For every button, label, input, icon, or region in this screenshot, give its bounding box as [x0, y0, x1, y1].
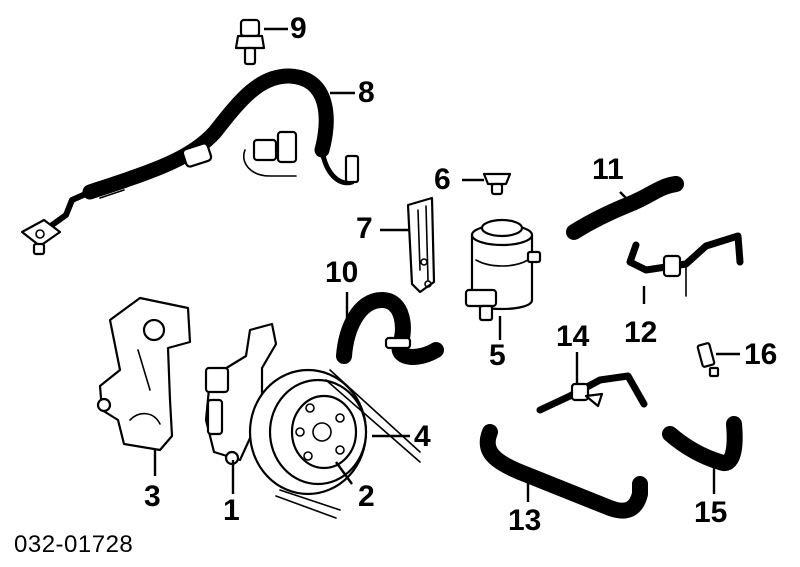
callout-16: 16	[744, 338, 778, 371]
callout-3: 3	[144, 480, 161, 513]
part-13-hose	[479, 424, 648, 519]
leader-11	[619, 191, 633, 205]
part-4-belt	[275, 369, 421, 519]
callout-5: 5	[489, 339, 506, 372]
part-15-hose	[662, 416, 743, 471]
part-5-reservoir	[464, 218, 542, 322]
part-3-bracket	[96, 296, 192, 452]
callout-14: 14	[556, 320, 590, 353]
drawing-code: 032-01728	[14, 531, 134, 558]
callout-10: 10	[325, 256, 359, 289]
callout-2: 2	[358, 480, 375, 513]
part-7-bracket	[406, 196, 436, 294]
callout-12: 12	[624, 316, 658, 349]
callout-6: 6	[434, 163, 451, 196]
part-9-pressure-switch	[234, 18, 266, 66]
callout-8: 8	[358, 76, 375, 109]
callout-7: 7	[356, 212, 373, 245]
part-14-pipe	[536, 372, 648, 414]
callout-13: 13	[508, 504, 542, 537]
callout-9: 9	[290, 12, 307, 45]
callout-11: 11	[592, 153, 624, 186]
part-8-pressure-hose	[20, 68, 360, 256]
part-12-pipe	[626, 232, 744, 297]
part-11-hose	[566, 176, 684, 240]
part-10-hose	[336, 292, 444, 365]
part-6-clip	[482, 172, 512, 196]
leader-2	[335, 461, 353, 485]
callout-15: 15	[694, 496, 728, 529]
callout-1: 1	[223, 494, 240, 527]
part-16-fitting	[696, 342, 720, 378]
part-1-2-pump-pulley	[204, 322, 368, 496]
callout-4: 4	[414, 420, 431, 453]
